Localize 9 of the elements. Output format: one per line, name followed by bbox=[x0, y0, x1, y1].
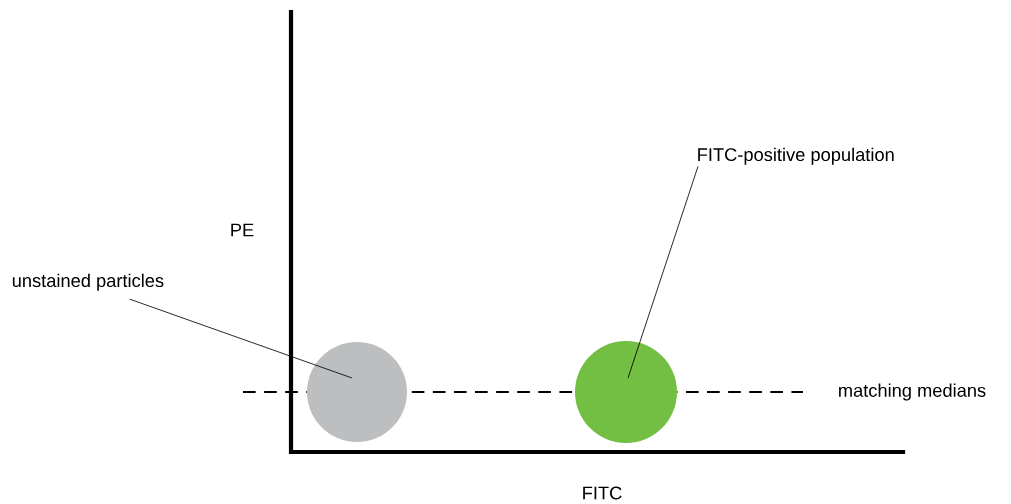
callout-text: unstained particles bbox=[12, 273, 164, 291]
population-circle bbox=[307, 342, 407, 442]
line-label: matching medians bbox=[839, 383, 986, 401]
leader-line bbox=[129, 298, 353, 379]
callout-text: FITC-positive population bbox=[698, 147, 894, 165]
axis-label: PE bbox=[231, 223, 254, 237]
leader-line bbox=[627, 166, 699, 379]
axis-label: FITC bbox=[583, 486, 622, 500]
population-circle bbox=[575, 341, 677, 443]
